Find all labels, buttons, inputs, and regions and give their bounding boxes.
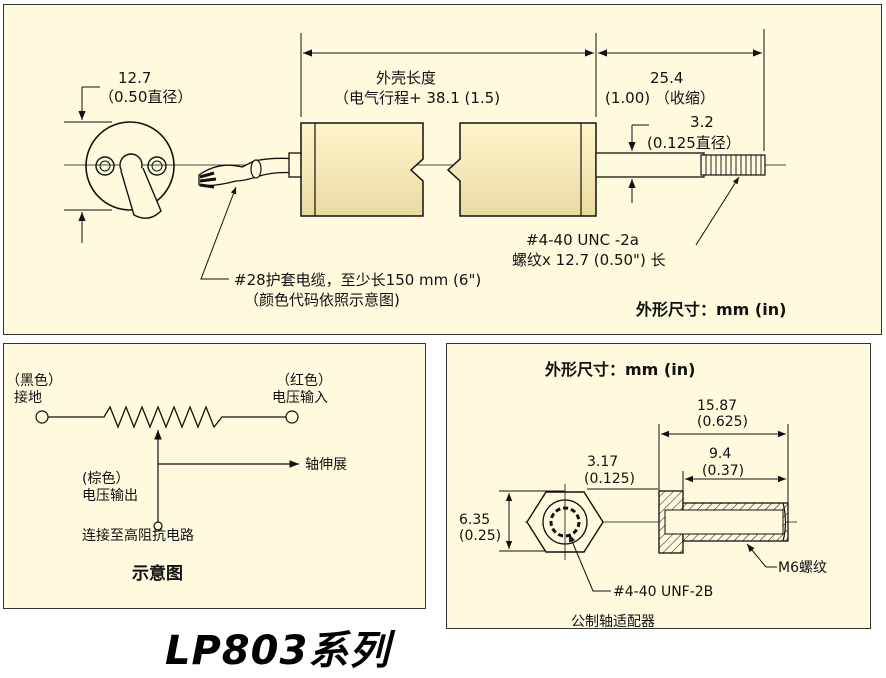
housing-body xyxy=(300,122,597,217)
dim-height-sub: (0.25) xyxy=(459,528,501,544)
dim-retract-sub: (1.00) （收缩） xyxy=(605,89,715,107)
dim-offset-sub: (0.125) xyxy=(584,471,635,487)
adapter-section xyxy=(658,490,789,554)
cable xyxy=(198,152,303,189)
dim-thread-length: 9.4 xyxy=(709,446,731,462)
output-color-label: (棕色） xyxy=(82,470,129,487)
series-title: LP803系列 xyxy=(165,628,391,674)
shaft-extend-label: 轴伸展 xyxy=(305,457,347,473)
ground-label: 接地 xyxy=(14,389,42,406)
hex-nut xyxy=(526,484,604,560)
schematic-diagram: （黑色） 接地 （红色） 电压输入 轴伸展 (棕色） 电压输出 连接至高阻抗电路… xyxy=(6,372,347,584)
schematic-panel: （黑色） 接地 （红色） 电压输入 轴伸展 (棕色） 电压输出 连接至高阻抗电路… xyxy=(3,343,426,609)
dim-body-diameter: 12.7 xyxy=(118,69,151,87)
dim-shaft-diameter-sub: (0.125直径） xyxy=(647,134,741,152)
potentiometer xyxy=(35,405,299,531)
outline-drawing: 12.7 （0.50直径） 外壳长度 （电气行程+ 38.1 (1.5) 25.… xyxy=(64,29,786,319)
dim-thread-length-sub: (0.37) xyxy=(702,463,744,479)
adapter-units-label: 外形尺寸：mm (in) xyxy=(544,360,695,379)
dim-total-length: 15.87 xyxy=(697,398,737,414)
ground-color-label: （黑色） xyxy=(6,372,62,389)
dim-housing-length: 外壳长度 xyxy=(376,69,436,87)
cable-spec-line2: （颜色代码依照示意图) xyxy=(244,291,400,309)
dim-housing-length-sub: （电气行程+ 38.1 (1.5) xyxy=(334,89,500,107)
shaft xyxy=(595,152,766,178)
adapter-panel: 外形尺寸：mm (in) 15.87 (0.625) 9.4 (0.37) 3.… xyxy=(446,343,871,630)
unf-thread-label: #4-40 UNF-2B xyxy=(613,584,713,600)
dim-total-length-sub: (0.625) xyxy=(697,414,748,430)
dim-body-diameter-sub: （0.50直径） xyxy=(99,88,192,106)
input-color-label: （红色） xyxy=(276,372,332,389)
thread-spec-line2: 螺纹x 12.7 (0.50") 长 xyxy=(512,251,666,269)
end-view xyxy=(64,86,175,243)
m6-thread-label: M6螺纹 xyxy=(778,560,827,576)
dim-shaft-diameter: 3.2 xyxy=(690,113,714,131)
voltage-output-label: 电压输出 xyxy=(82,488,138,504)
units-label: 外形尺寸：mm (in) xyxy=(635,300,786,319)
voltage-input-label: 电压输入 xyxy=(272,390,328,406)
dim-height: 6.35 xyxy=(459,512,490,528)
dim-offset: 3.17 xyxy=(587,454,618,470)
connection-note: 连接至高阻抗电路 xyxy=(82,527,194,544)
outline-drawing-panel: 12.7 （0.50直径） 外壳长度 （电气行程+ 38.1 (1.5) 25.… xyxy=(3,4,882,335)
thread-spec-line1: #4-40 UNC -2a xyxy=(526,231,639,249)
adapter-drawing: 外形尺寸：mm (in) 15.87 (0.625) 9.4 (0.37) 3.… xyxy=(459,360,827,630)
cable-spec-line1: #28护套电缆，至少长150 mm (6") xyxy=(234,271,481,289)
dim-retract: 25.4 xyxy=(650,69,683,87)
adapter-caption: 公制轴适配器 xyxy=(571,614,655,630)
schematic-title: 示意图 xyxy=(132,563,183,584)
